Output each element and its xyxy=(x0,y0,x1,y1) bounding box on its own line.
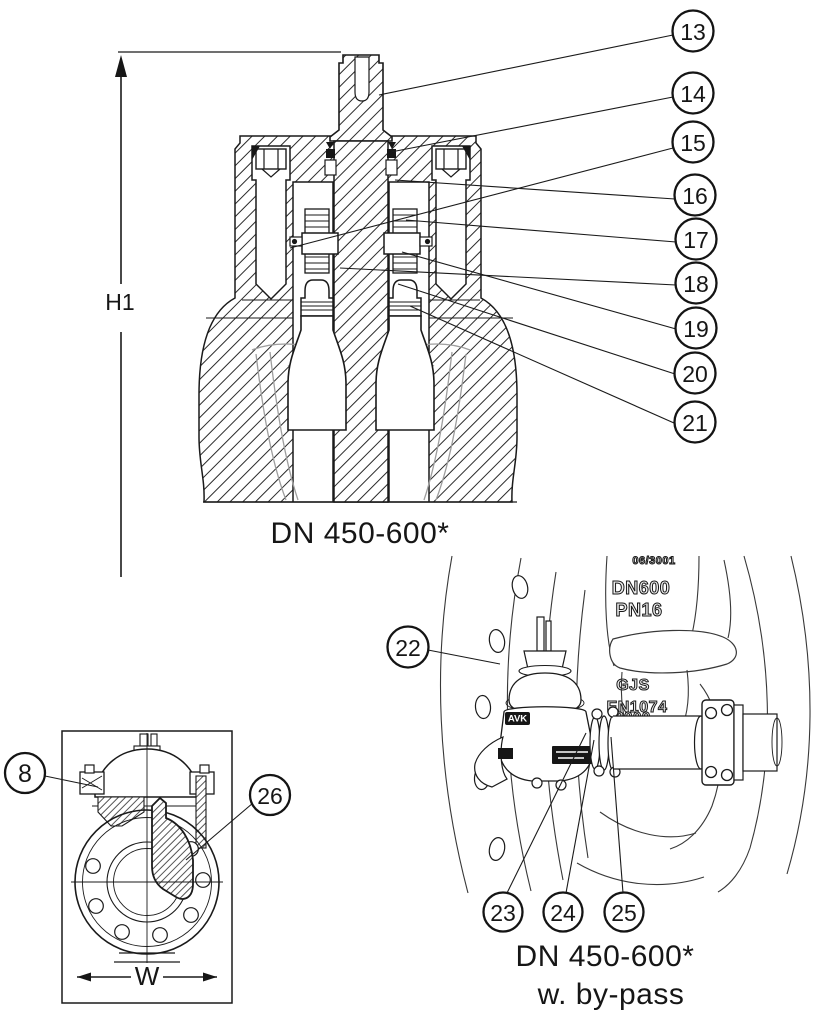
pocket-shadow xyxy=(252,146,260,160)
bypass-callouts: 22 23 24 25 xyxy=(386,625,645,933)
avk-logo-text: AVK xyxy=(508,714,527,725)
callout-22: 22 xyxy=(386,625,430,669)
wedge-nut-bell-right xyxy=(375,279,435,431)
callout-13: 13 xyxy=(671,9,715,53)
wiper-ring-left xyxy=(326,142,334,149)
callout-18: 18 xyxy=(674,261,718,305)
h1-dimension: H1 xyxy=(105,51,341,577)
callout-26-label: 26 xyxy=(257,783,283,809)
bonnet-bolt-right xyxy=(435,146,470,178)
main-section-view: H1 xyxy=(105,9,718,577)
spring-assembly-left xyxy=(289,208,339,274)
callout-23: 23 xyxy=(482,891,524,933)
callout-24-label: 24 xyxy=(550,900,576,926)
callout-18-label: 18 xyxy=(683,271,709,297)
main-view-caption: DN 450-600* xyxy=(271,517,450,550)
callout-26: 26 xyxy=(248,773,292,817)
body-label-small xyxy=(498,748,513,759)
bypass-bonnet-dome xyxy=(508,672,582,711)
callout-15: 15 xyxy=(671,120,715,164)
wiper-ring-right xyxy=(388,142,396,149)
gland-collar-right xyxy=(383,232,421,255)
support-bracket xyxy=(609,629,737,674)
o-ring-left xyxy=(326,149,335,158)
h1-dim-label: H1 xyxy=(105,289,134,315)
stem-column-section xyxy=(333,140,389,503)
stem-seal-stack xyxy=(324,142,398,176)
callout-22-label: 22 xyxy=(395,635,421,661)
spring-assembly-right xyxy=(383,208,433,274)
avk-logo-plate xyxy=(505,712,530,725)
bonnet-wall-section xyxy=(195,775,207,849)
main-callouts: 13 14 15 16 17 18 xyxy=(671,9,718,444)
front-view: W 8 26 xyxy=(3,730,292,1004)
bypass-valve-assembly: AVK xyxy=(474,616,783,791)
w-dim-label: W xyxy=(135,961,160,991)
callout-19: 19 xyxy=(674,306,718,350)
casting-pressure: PN16 xyxy=(615,600,662,620)
callout-15-label: 15 xyxy=(680,130,706,156)
bypass-leader-lines xyxy=(427,649,624,894)
wedge-section xyxy=(151,796,194,900)
callout-16-label: 16 xyxy=(682,183,708,209)
casting-series-partial: 06/3001 xyxy=(632,555,675,567)
bonnet-bolt-left xyxy=(252,146,287,178)
callout-14-label: 14 xyxy=(680,81,706,107)
bypass-caption-line1: DN 450-600* xyxy=(516,940,695,973)
bonnet-joint-lines xyxy=(206,299,513,319)
stuffing-box-section xyxy=(97,796,145,827)
callout-19-label: 19 xyxy=(683,316,709,342)
bypass-pipe-flange xyxy=(701,699,783,786)
callout-17: 17 xyxy=(674,217,718,261)
callout-24: 24 xyxy=(542,891,584,933)
bypass-view: 06/3001 DN600 PN16 GJS EN1074 2000 xyxy=(386,555,811,1011)
callout-25: 25 xyxy=(603,891,645,933)
flange-foot-lines xyxy=(114,952,180,963)
main-leader-lines xyxy=(289,34,677,424)
w-arrowhead-right xyxy=(203,972,217,982)
casting-material: GJS xyxy=(616,677,650,694)
bearing-left xyxy=(324,159,337,176)
callout-23-label: 23 xyxy=(490,900,516,926)
h1-arrowhead-up xyxy=(115,55,127,77)
callout-25-label: 25 xyxy=(611,900,637,926)
callout-21: 21 xyxy=(673,400,717,444)
w-arrowhead-left xyxy=(77,972,91,982)
body-label-plate xyxy=(552,746,594,764)
leader-26 xyxy=(185,802,254,861)
callout-16: 16 xyxy=(673,173,717,217)
front-view-frame xyxy=(61,730,233,1004)
pocket-shadow xyxy=(462,146,470,160)
callout-8: 8 xyxy=(3,751,47,795)
bypass-pipe xyxy=(613,715,709,770)
stem-center-bore xyxy=(354,56,370,102)
bypass-caption-line2: w. by-pass xyxy=(537,978,685,1011)
callout-20: 20 xyxy=(673,351,717,395)
casting-size: DN600 xyxy=(612,578,671,598)
callout-17-label: 17 xyxy=(683,227,709,253)
bearing-right xyxy=(385,159,398,176)
callout-8-label: 8 xyxy=(18,760,32,788)
callout-21-label: 21 xyxy=(682,410,708,436)
wedge-nut-bell-left xyxy=(287,279,347,431)
o-ring-right xyxy=(387,149,396,158)
callout-20-label: 20 xyxy=(682,361,708,387)
pipe-stub xyxy=(742,713,778,772)
gland-lug-left xyxy=(79,764,105,795)
bypass-spindle xyxy=(536,616,545,652)
w-dimension: W xyxy=(77,961,217,991)
callout-13-label: 13 xyxy=(680,19,706,45)
callout-14: 14 xyxy=(671,71,715,115)
casting-marks: 06/3001 DN600 PN16 GJS EN1074 2000 xyxy=(606,555,676,727)
leader-8 xyxy=(44,775,99,788)
